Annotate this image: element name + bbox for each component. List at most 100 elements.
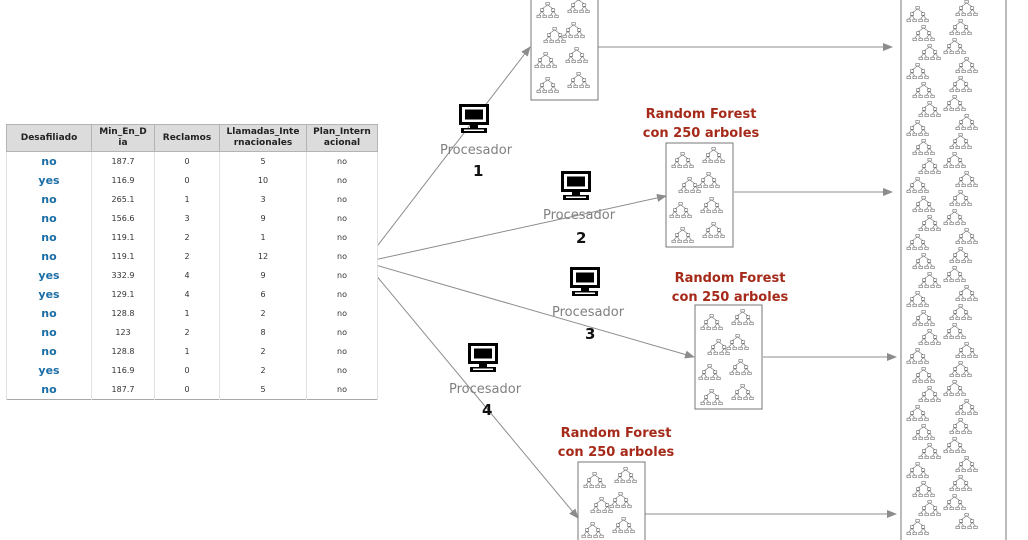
table-cell: no (306, 323, 378, 342)
forest-box-1 (530, 0, 599, 101)
table-cell: 187.7 (91, 380, 155, 400)
table-cell: 1 (219, 228, 307, 247)
table-cell: no (6, 380, 92, 400)
table-cell: 1 (154, 190, 220, 209)
forest-box-4 (577, 461, 646, 540)
table-cell: no (6, 151, 92, 171)
table-cell: no (306, 285, 378, 304)
forest-label-3-line1: Random Forest (674, 271, 786, 286)
forest-label-2: Random Forest con 250 arboles (636, 105, 766, 143)
table-cell: 116.9 (91, 171, 155, 190)
table-cell: 2 (154, 247, 220, 266)
table-cell: no (306, 209, 378, 228)
table-cell: 265.1 (91, 190, 155, 209)
processor-label-2: Procesador (543, 208, 616, 223)
table-cell: 3 (154, 209, 220, 228)
table-header-cell: Desafiliado (6, 124, 92, 152)
forest-label-2-line2: con 250 arboles (642, 126, 760, 141)
table-cell: 0 (154, 361, 220, 380)
table-cell: 5 (219, 151, 307, 171)
table-cell: 9 (219, 209, 307, 228)
forest-label-3: Random Forest con 250 arboles (665, 269, 795, 307)
table-cell: no (306, 247, 378, 266)
table-header-cell: Plan_Intern acional (306, 124, 378, 152)
table-cell: 2 (219, 361, 307, 380)
table-cell: no (306, 151, 378, 171)
table-cell: no (6, 304, 92, 323)
table-cell: 5 (219, 380, 307, 400)
processor-icon-4 (468, 343, 498, 372)
table-cell: 332.9 (91, 266, 155, 285)
processor-label-3: Procesador (552, 305, 625, 320)
table-cell: 4 (154, 266, 220, 285)
table-cell: no (306, 380, 378, 400)
table-cell: no (6, 209, 92, 228)
table-cell: no (306, 266, 378, 285)
table-cell: no (6, 228, 92, 247)
table-cell: 119.1 (91, 228, 155, 247)
table-cell: 1 (154, 304, 220, 323)
table-cell: 2 (219, 342, 307, 361)
table-cell: 0 (154, 171, 220, 190)
table-cell: 4 (154, 285, 220, 304)
processor-number-1: 1 (473, 162, 484, 180)
processor-icon-2 (561, 171, 591, 200)
table-cell: 2 (154, 323, 220, 342)
table-cell: no (306, 228, 378, 247)
table-cell: 187.7 (91, 151, 155, 171)
table-cell: 8 (219, 323, 307, 342)
table-cell: no (6, 190, 92, 209)
processor-number-4: 4 (482, 401, 493, 419)
processor-label-4: Procesador (449, 382, 522, 397)
table-cell: no (306, 304, 378, 323)
forest-label-4-line1: Random Forest (560, 426, 672, 441)
table-cell: 9 (219, 266, 307, 285)
forest-label-2-line1: Random Forest (645, 107, 757, 122)
processor-label-1: Procesador (440, 143, 513, 158)
processor-number-3: 3 (585, 325, 596, 343)
connector-hub-to-forest-3 (364, 261, 695, 359)
table-cell: no (306, 171, 378, 190)
table-cell: 123 (91, 323, 155, 342)
table-cell: no (6, 323, 92, 342)
connector-hub-to-forest-1 (364, 46, 531, 263)
table-cell: no (306, 361, 378, 380)
forest-label-4-line2: con 250 arboles (557, 445, 675, 460)
table-cell: 1 (154, 342, 220, 361)
table-cell: 119.1 (91, 247, 155, 266)
table-cell: yes (6, 285, 92, 304)
table-cell: yes (6, 171, 92, 190)
table-cell: 12 (219, 247, 307, 266)
table-cell: 10 (219, 171, 307, 190)
table-header-cell: Min_En_D ia (91, 124, 155, 152)
processor-icon-3 (570, 267, 600, 296)
table-cell: yes (6, 266, 92, 285)
table-cell: 2 (154, 228, 220, 247)
table-cell: 0 (154, 151, 220, 171)
table-cell: no (6, 342, 92, 361)
table-cell: 6 (219, 285, 307, 304)
processor-number-2: 2 (576, 229, 587, 247)
connector-hub-to-forest-4 (364, 261, 579, 519)
table-cell: no (6, 247, 92, 266)
connector-lines (364, 43, 897, 519)
table-cell: 0 (154, 380, 220, 400)
table-cell: 129.1 (91, 285, 155, 304)
table-cell: 128.8 (91, 304, 155, 323)
table-cell: no (306, 190, 378, 209)
table-cell: 128.8 (91, 342, 155, 361)
